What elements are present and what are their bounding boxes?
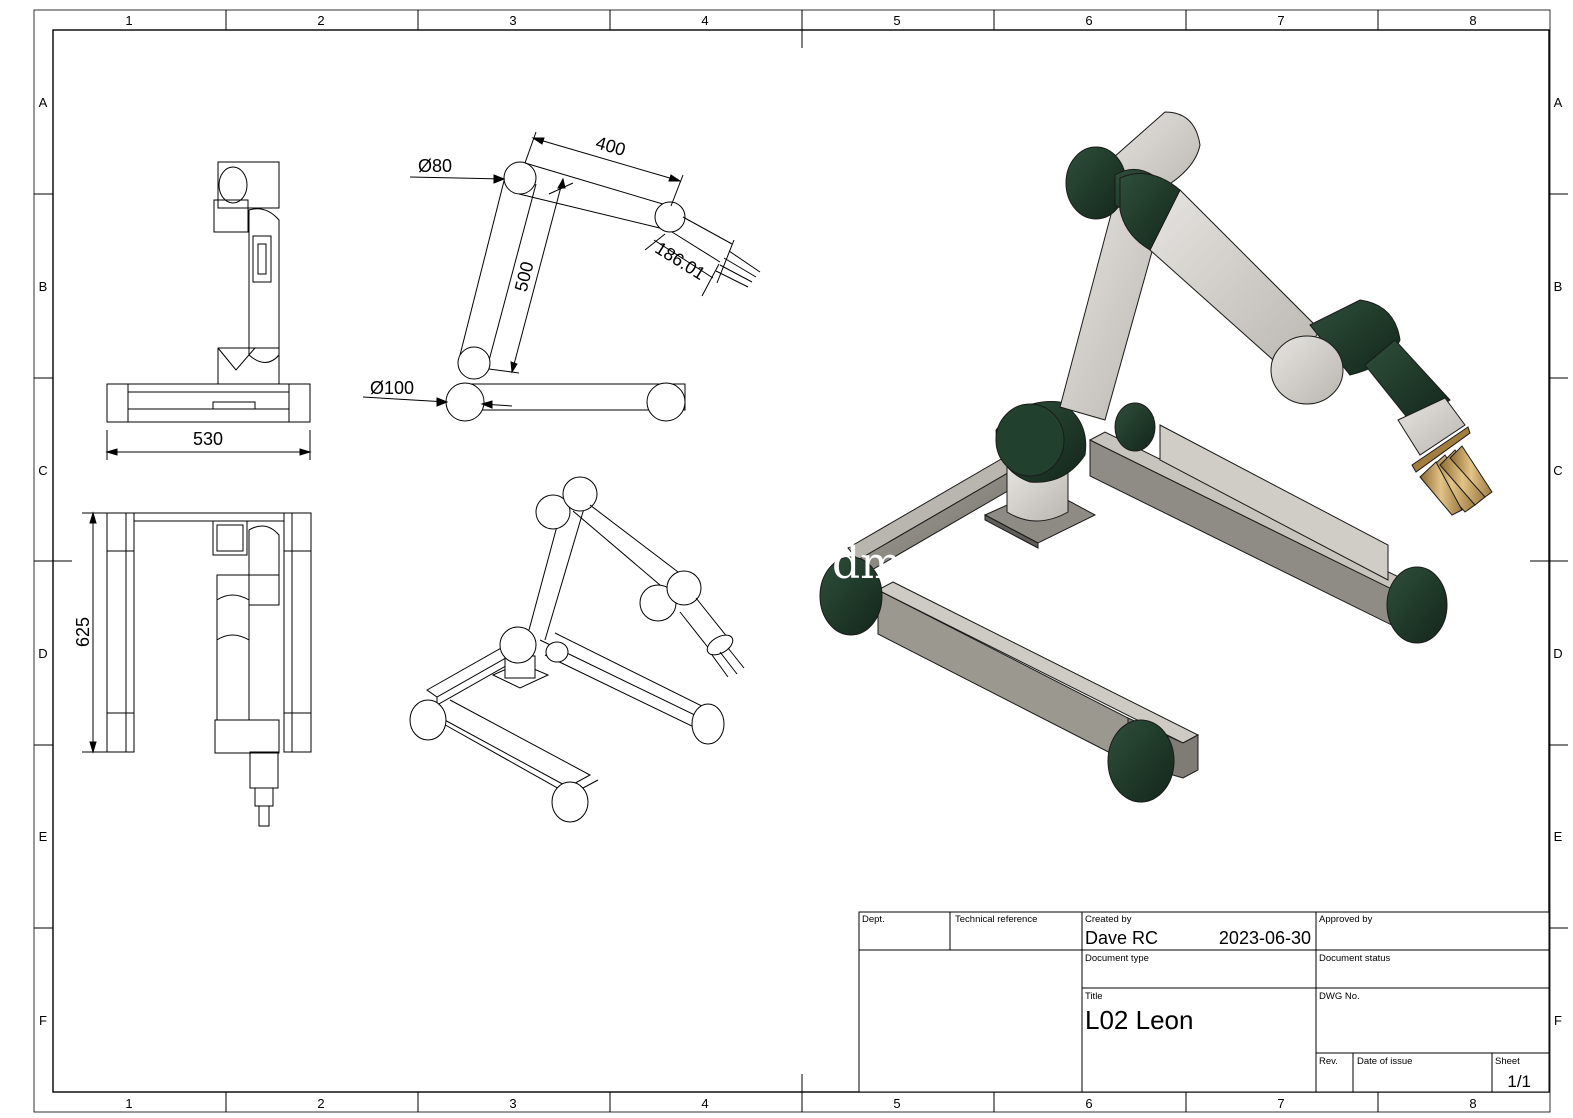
col-label-top: 6 xyxy=(1085,13,1092,28)
col-label-bottom: 1 xyxy=(125,1096,132,1111)
side-view xyxy=(82,511,312,827)
arm-dimension-view xyxy=(362,131,761,422)
document-status-label: Document status xyxy=(1319,953,1391,964)
dwg-no-label: DWG No. xyxy=(1319,991,1360,1002)
col-label-bottom: 4 xyxy=(701,1096,708,1111)
row-label-left: D xyxy=(38,646,47,661)
col-label-bottom: 6 xyxy=(1085,1096,1092,1111)
dept-label: Dept. xyxy=(862,914,885,925)
created-by-label: Created by xyxy=(1085,914,1132,925)
row-label-left: B xyxy=(39,279,48,294)
document-type-label: Document type xyxy=(1085,953,1149,964)
row-label-right: C xyxy=(1553,463,1562,478)
technical-reference-label: Technical reference xyxy=(955,914,1037,925)
sheet-number: 1/1 xyxy=(1507,1072,1531,1091)
row-label-left: A xyxy=(39,95,48,110)
row-label-left: C xyxy=(38,463,47,478)
date-of-issue-label: Date of issue xyxy=(1357,1056,1412,1067)
row-label-left: F xyxy=(39,1013,47,1028)
dimension-base-diameter: Ø100 xyxy=(370,378,414,398)
front-view xyxy=(105,161,312,460)
zone-ticks xyxy=(34,10,1568,1112)
col-label-top: 2 xyxy=(317,13,324,28)
row-label-right: A xyxy=(1554,95,1563,110)
title-label: Title xyxy=(1085,991,1103,1002)
col-label-bottom: 7 xyxy=(1277,1096,1284,1111)
zone-labels: 1 2 3 4 5 6 7 8 1 2 3 4 5 6 7 8 A B C D … xyxy=(38,13,1562,1111)
row-label-left: E xyxy=(39,829,48,844)
shaded-isometric-view xyxy=(819,111,1493,803)
col-label-top: 3 xyxy=(509,13,516,28)
col-label-bottom: 3 xyxy=(509,1096,516,1111)
isometric-wireframe-view xyxy=(409,476,745,823)
created-date-value: 2023-06-30 xyxy=(1219,928,1311,948)
row-label-right: B xyxy=(1554,279,1563,294)
approved-by-label: Approved by xyxy=(1319,914,1373,925)
col-label-bottom: 2 xyxy=(317,1096,324,1111)
col-label-top: 8 xyxy=(1469,13,1476,28)
col-label-top: 7 xyxy=(1277,13,1284,28)
col-label-bottom: 8 xyxy=(1469,1096,1476,1111)
row-label-right: F xyxy=(1554,1013,1562,1028)
dimension-height-625: 625 xyxy=(73,617,93,647)
created-by-value: Dave RC xyxy=(1085,928,1158,948)
col-label-top: 5 xyxy=(893,13,900,28)
dimension-width-530: 530 xyxy=(193,429,223,449)
dimension-joint-diameter: Ø80 xyxy=(418,156,452,176)
rev-label: Rev. xyxy=(1319,1056,1338,1067)
watermark-text: dmc xyxy=(832,538,927,589)
dimension-upper-arm: 400 xyxy=(593,132,627,160)
col-label-top: 4 xyxy=(701,13,708,28)
dimension-tool-length: 186.01 xyxy=(652,238,709,284)
sheet-label: Sheet xyxy=(1495,1056,1520,1067)
col-label-top: 1 xyxy=(125,13,132,28)
row-label-right: D xyxy=(1553,646,1562,661)
title-block xyxy=(858,911,1550,1093)
drawing-title: L02 Leon xyxy=(1085,1005,1193,1035)
col-label-bottom: 5 xyxy=(893,1096,900,1111)
row-label-right: E xyxy=(1554,829,1563,844)
